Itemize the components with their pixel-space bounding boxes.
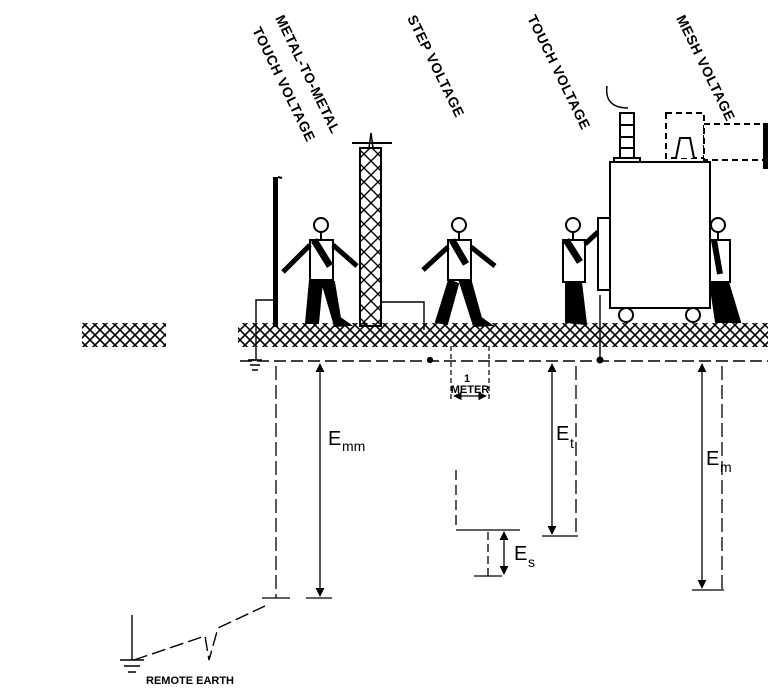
es-label-base: E (514, 543, 527, 565)
header-mesh-voltage: MESH VOLTAGE (673, 12, 738, 123)
person-mesh-voltage (708, 217, 742, 323)
meter-value: 1 (464, 373, 470, 385)
remote-earth-label: REMOTE EARTH (146, 675, 234, 687)
header-touch-voltage: TOUCH VOLTAGE (524, 12, 593, 132)
emm-dimension (262, 363, 332, 599)
es-dimension (455, 470, 520, 577)
electrical-equipment (596, 85, 768, 364)
es-label-sub: s (528, 554, 535, 570)
em-label-base: E (706, 448, 719, 470)
et-dimension (542, 363, 578, 537)
person-step-voltage (421, 217, 497, 328)
meter-indicator (426, 346, 490, 402)
emm-label-base: E (328, 428, 341, 450)
lattice-tower (352, 132, 425, 330)
emm-label-sub: mm (342, 438, 365, 454)
em-label-sub: m (720, 459, 732, 475)
person-metal-to-metal (281, 217, 359, 328)
metal-pole (248, 176, 283, 371)
ground-surface (238, 323, 768, 347)
em-dimension (692, 363, 724, 591)
header-step-voltage: STEP VOLTAGE (404, 12, 467, 119)
person-touch-voltage (562, 217, 600, 326)
remote-soil-patch (82, 323, 166, 347)
meter-unit: METER (451, 384, 490, 396)
et-label-sub: t (570, 435, 574, 451)
et-label-base: E (556, 423, 569, 445)
remote-earth-ground (120, 605, 266, 673)
